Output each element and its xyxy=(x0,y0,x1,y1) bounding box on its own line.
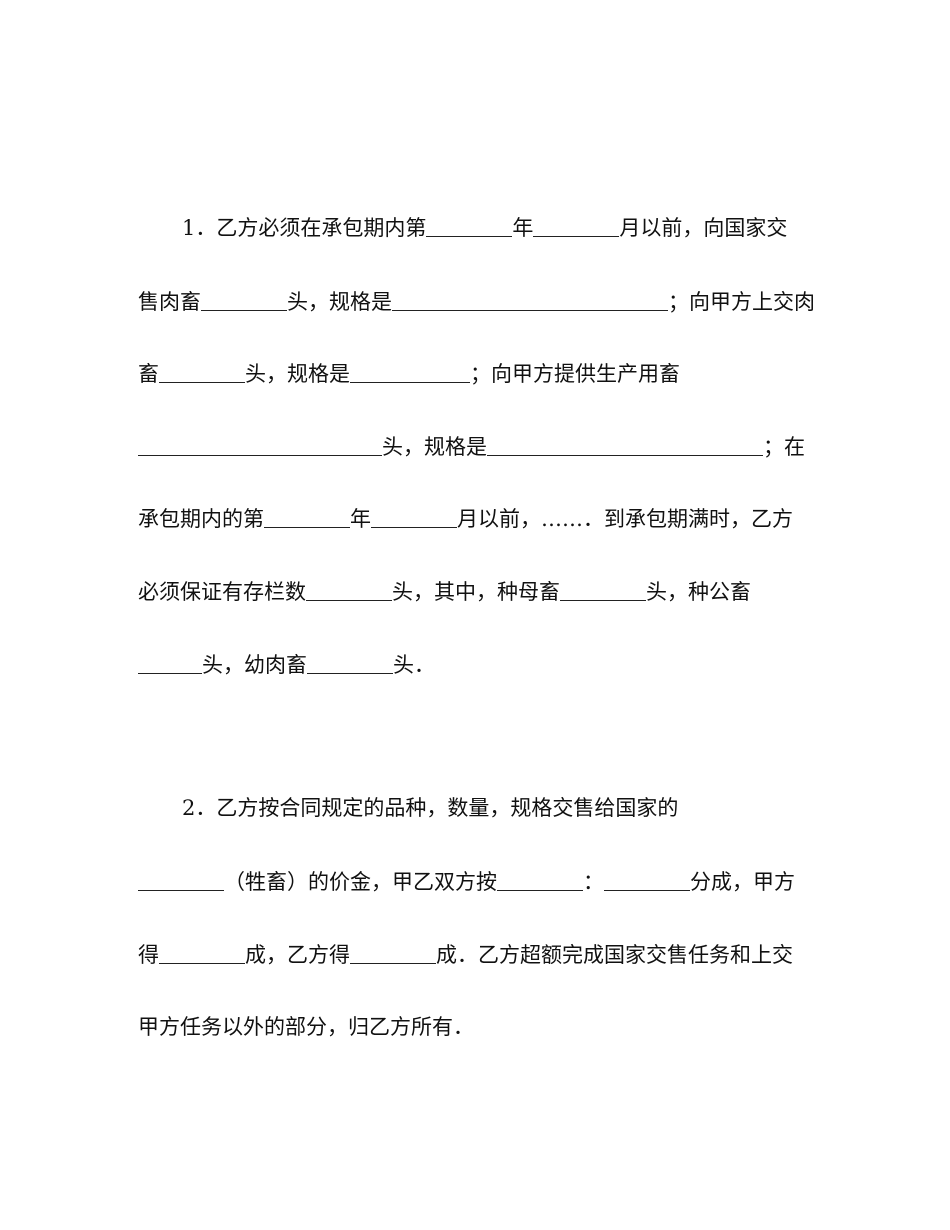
blank-field xyxy=(371,505,457,528)
clause-2-line-1: 2．乙方按合同规定的品种，数量，规格交售给国家的 xyxy=(182,793,822,823)
blank-field xyxy=(307,651,393,674)
blank-field xyxy=(159,360,245,383)
blank-field xyxy=(264,505,350,528)
blank-field xyxy=(533,214,620,237)
blank-field xyxy=(604,868,690,891)
blank-field xyxy=(138,651,202,674)
clause-2-text: 2．乙方按合同规定的品种，数量，规格交售给国家的 xyxy=(182,796,679,820)
blank-field xyxy=(138,433,382,456)
blank-field xyxy=(426,214,513,237)
clause-2-line-3: 得成，乙方得成．乙方超额完成国家交售任务和上交 xyxy=(138,941,793,967)
blank-field xyxy=(138,868,224,891)
blank-field xyxy=(487,433,763,456)
blank-field xyxy=(201,288,287,311)
clause-1-line-1: 1．乙方必须在承包期内第年月以前，向国家交 xyxy=(182,214,788,240)
blank-field xyxy=(350,360,470,383)
clause-2-line-2: （牲畜）的价金，甲乙双方按：分成，甲方 xyxy=(138,866,818,897)
clause-1-line-2: 售肉畜头，规格是；向甲方上交肉 xyxy=(138,288,815,314)
blank-field xyxy=(350,941,436,964)
clause-1-line-4: 头，规格是；在 xyxy=(138,431,818,462)
clause-1-line-5: 承包期内的第年月以前，……．到承包期满时，乙方 xyxy=(138,505,793,531)
clause-2-line-4: 甲方任务以外的部分，归乙方所有． xyxy=(138,1015,474,1039)
blank-field xyxy=(306,578,392,601)
clause-1-line-3: 畜头，规格是；向甲方提供生产用畜 xyxy=(138,360,680,386)
clause-1-line-7: 头，幼肉畜头． xyxy=(138,649,818,680)
blank-field xyxy=(159,941,245,964)
clause-1-line-6: 必须保证有存栏数头，其中，种母畜头，种公畜 xyxy=(138,578,751,604)
blank-field xyxy=(497,868,583,891)
blank-field xyxy=(392,288,668,311)
clause-1-text: 1．乙方必须在承包期内第 xyxy=(182,216,427,240)
blank-field xyxy=(560,578,646,601)
